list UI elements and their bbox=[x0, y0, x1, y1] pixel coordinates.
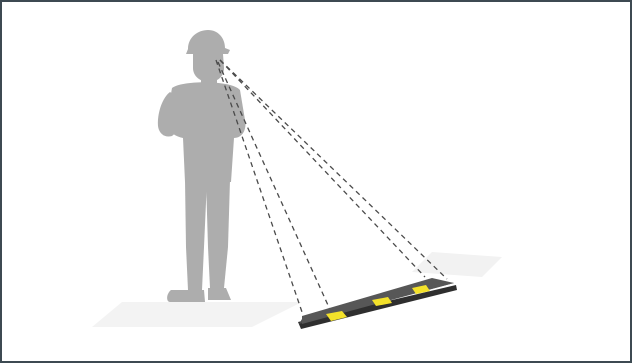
speed-bump-ramp-icon bbox=[298, 278, 457, 329]
ground-shape-left bbox=[92, 302, 302, 327]
left-shoe bbox=[167, 290, 205, 302]
hardhat bbox=[186, 30, 230, 54]
right-shoe bbox=[208, 288, 231, 300]
left-leg bbox=[185, 180, 207, 290]
sight-line-3 bbox=[220, 60, 425, 277]
sight-line-4 bbox=[220, 60, 447, 279]
ground-shape-right bbox=[412, 252, 502, 277]
worker-hardhat-icon bbox=[158, 30, 246, 302]
right-leg bbox=[206, 180, 230, 288]
head bbox=[193, 54, 224, 82]
ramp-edge bbox=[298, 285, 457, 329]
sight-lines bbox=[216, 60, 447, 314]
